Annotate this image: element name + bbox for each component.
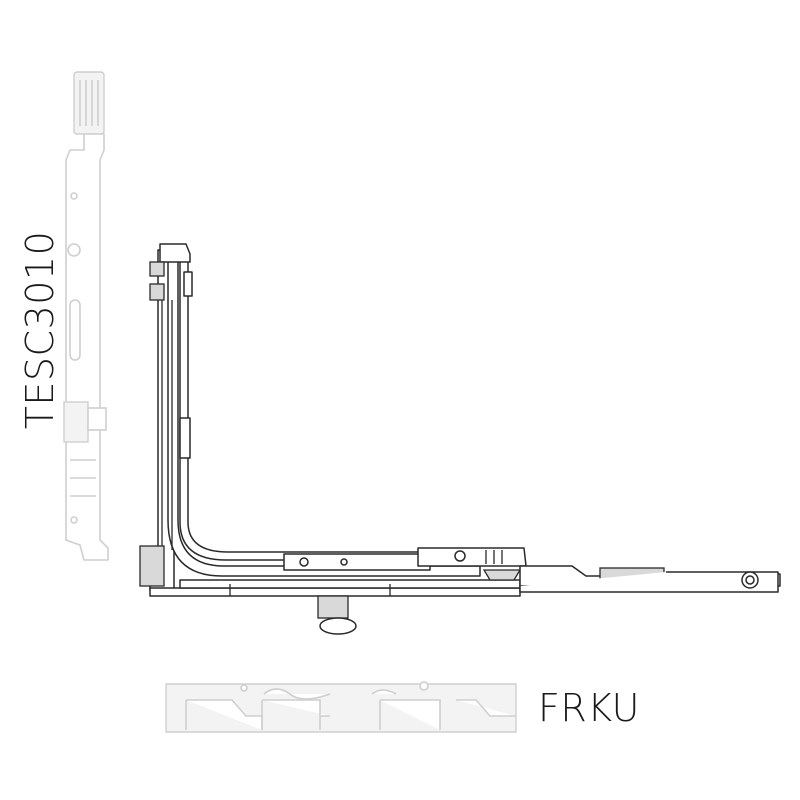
tesc-hole-2: [70, 192, 78, 200]
frku-part-drawing: [165, 681, 517, 733]
tesc3010-part-drawing: [63, 71, 109, 561]
corner-drive-block: [417, 547, 527, 567]
corner-bottom-bracket: [139, 545, 165, 587]
corner-slider-hole-1: [299, 557, 309, 567]
corner-top-cap: [159, 243, 191, 263]
frku-dividers: [185, 700, 381, 730]
corner-base-marks: [229, 584, 391, 596]
corner-inner-band-1: [167, 247, 481, 577]
corner-drive-ribs: [485, 550, 503, 564]
corner-pin-body: [317, 595, 349, 619]
corner-vertical-lines: [161, 300, 173, 550]
tesc3010-label: TESC3010: [18, 230, 62, 430]
tesc-ticks: [70, 459, 96, 497]
frku-hole-1: [240, 684, 248, 692]
corner-top-tab-1: [149, 261, 165, 277]
corner-horizontal-band: [179, 579, 521, 589]
corner-top-notch: [183, 271, 193, 297]
frku-top-steps: [186, 699, 516, 730]
corner-mid-slot: [179, 417, 191, 459]
tesc-hole-3: [70, 516, 78, 524]
corner-inner-band-2: [179, 257, 481, 561]
corner-horizontal-base: [149, 587, 521, 597]
corner-pin-head: [319, 617, 357, 635]
corner-tail-hole-inner: [745, 575, 755, 585]
corner-slider-hole-2: [340, 558, 348, 566]
tesc-slot: [69, 299, 81, 361]
frku-recess: [263, 688, 397, 700]
frku-hole-2: [419, 681, 429, 691]
tesc-pin: [87, 407, 107, 431]
tesc-top-cap: [73, 71, 105, 135]
corner-top-tab-2: [149, 283, 165, 301]
frku-label: FRKU: [538, 686, 640, 730]
tesc-hole-1: [67, 243, 81, 257]
corner-drive-hole: [454, 550, 466, 562]
tesc-top-ribs: [79, 80, 99, 126]
corner-cam: [482, 569, 522, 581]
tesc-slider-block: [63, 401, 89, 443]
tesc-main-rail: [65, 133, 109, 561]
corner-drive-drawing: [139, 243, 781, 635]
corner-tail-outline: [519, 571, 779, 593]
